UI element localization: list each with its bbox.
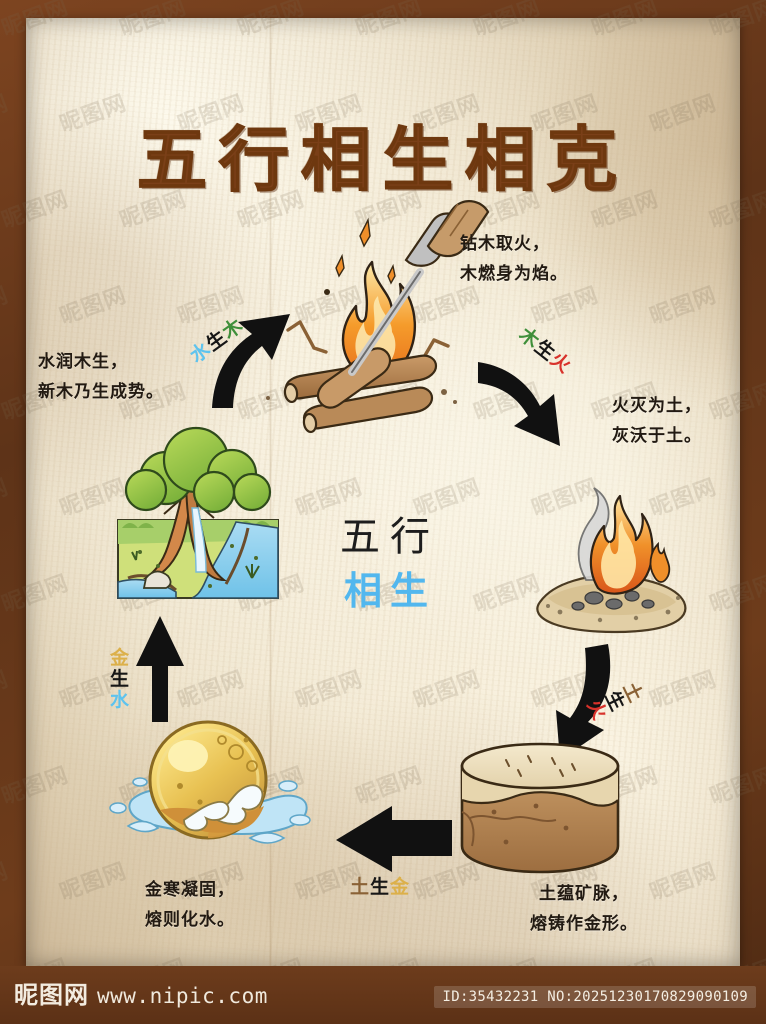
center-label: 五行 相生 <box>300 512 480 616</box>
ember-fire-on-earth-illustration <box>536 487 687 634</box>
center-label-sub: 相生 <box>343 569 436 613</box>
gold-orb-with-water-illustration <box>109 720 311 844</box>
caption-earth: 火灭为土， 灰沃于土。 <box>612 396 702 446</box>
relation-label-earth-generates-metal: 土生金 <box>350 872 410 899</box>
relation-label-metal-generates-water: 金 生 水 <box>103 648 137 711</box>
soil-column-illustration <box>460 742 620 874</box>
relation-to-metal: 金 <box>390 876 411 898</box>
relation-verb-sheng: 生 <box>109 667 130 690</box>
arrow-wood-to-fire <box>212 314 290 408</box>
arrow-earth-to-gold <box>556 644 611 760</box>
arrow-gold-to-metal <box>336 806 452 872</box>
tree-by-stream-illustration <box>117 426 279 599</box>
relation-from-earth: 土 <box>350 876 371 898</box>
footer-bar: 昵图网 www.nipic.com ID:35432231 NO:2025123… <box>0 966 766 1024</box>
brand-name-cn: 昵图网 <box>14 980 89 1009</box>
asset-id-tag: ID:35432231 NO:20251230170829090109 <box>434 986 756 1008</box>
caption-metal: 金寒凝固， 熔则化水。 <box>145 880 235 930</box>
center-label-main: 五行 <box>340 514 440 560</box>
caption-fire: 钻木取火， 木燃身为焰。 <box>460 234 568 284</box>
relation-verb-sheng: 生 <box>370 876 391 898</box>
fire-drill-bonfire-illustration <box>266 200 490 434</box>
page-title: 五行相生相克 <box>136 117 629 202</box>
caption-wood: 水润木生， 新木乃生成势。 <box>38 352 164 402</box>
brand-url: www.nipic.com <box>97 984 268 1008</box>
site-brand: 昵图网 www.nipic.com <box>14 975 268 1010</box>
arrow-fire-to-earth <box>478 362 560 446</box>
relation-to-water: 水 <box>109 688 130 711</box>
relation-from-metal: 金 <box>109 647 130 669</box>
caption-gold: 土蕴矿脉， 熔铸作金形。 <box>530 884 638 934</box>
arrow-metal-to-wood <box>136 616 184 722</box>
